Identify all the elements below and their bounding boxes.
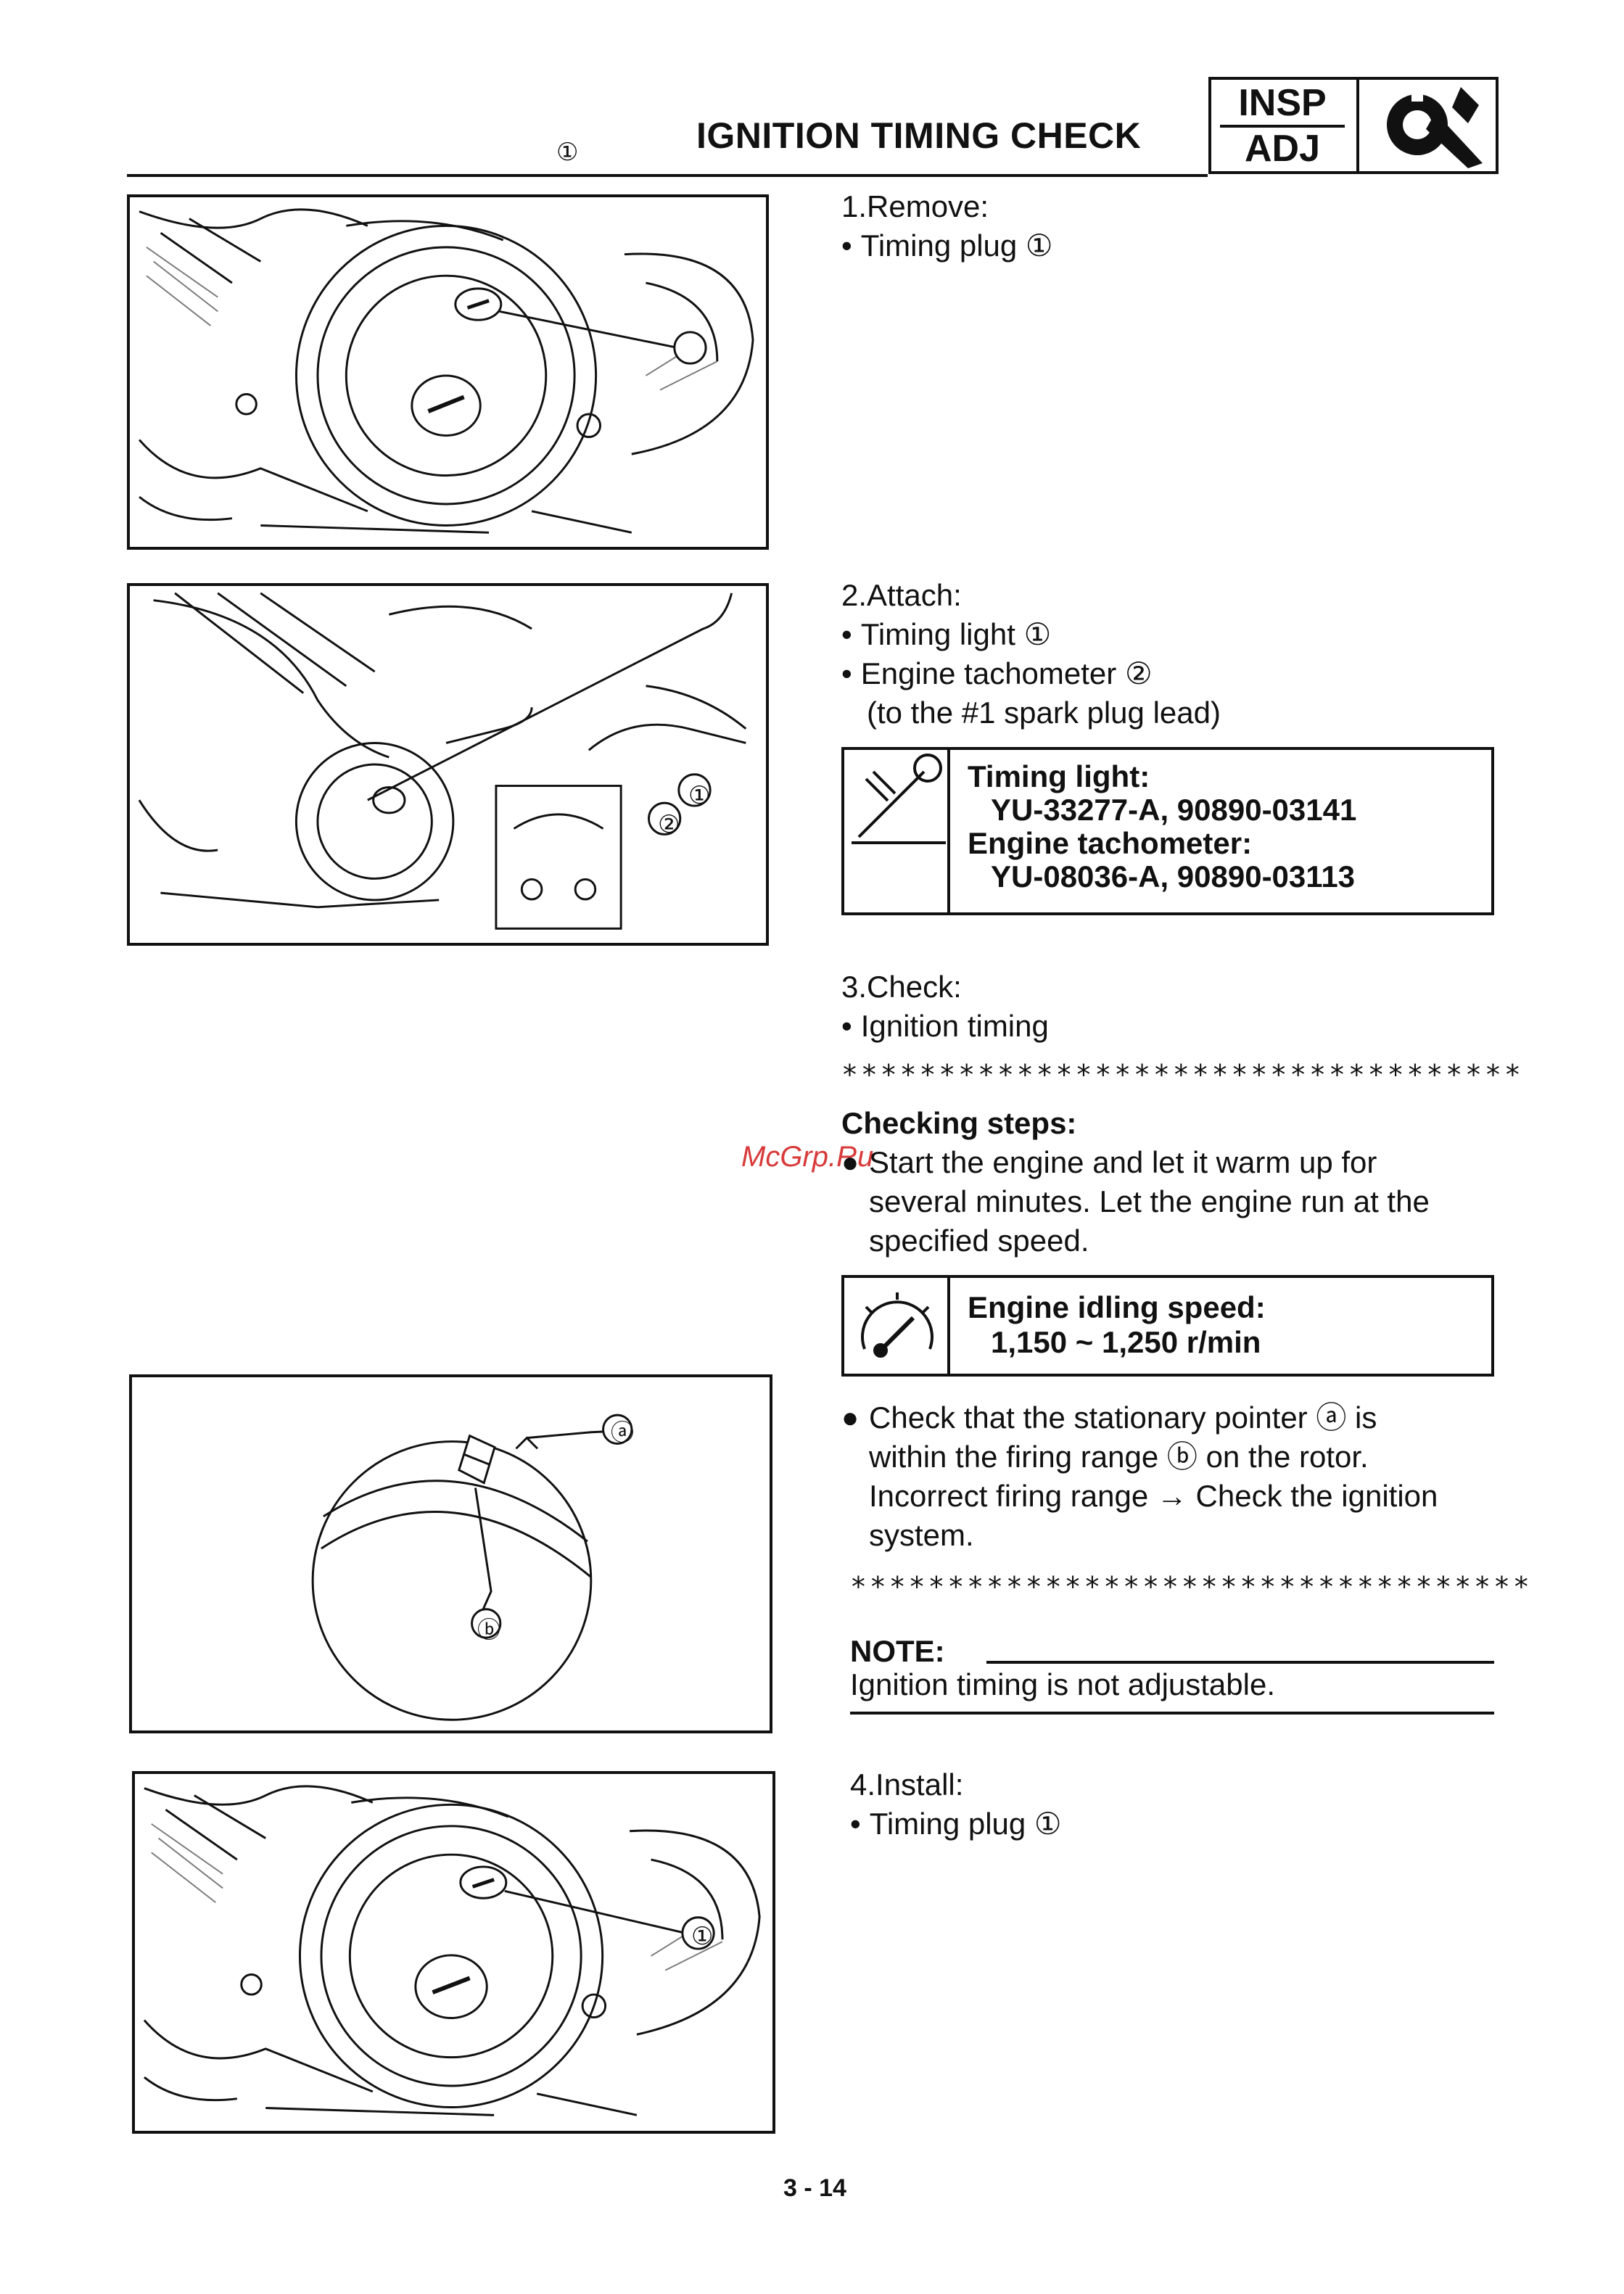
checking-para2-line1: Check that the stationary pointer ⓐ is	[869, 1400, 1377, 1435]
page-title: IGNITION TIMING CHECK	[696, 115, 1142, 156]
watermark: McGrp.Ru	[741, 1141, 874, 1173]
step2-item-note: (to the #1 spark plug lead)	[867, 696, 1221, 730]
step4-heading: 4.Install:	[850, 1767, 964, 1802]
idling-speed-label: Engine idling speed:	[968, 1290, 1266, 1324]
badge-text-block: INSP ADJ	[1211, 80, 1359, 171]
step3-heading: 3.Check:	[841, 970, 962, 1004]
tool-timing-light-label: Timing light:	[968, 759, 1150, 793]
tool-tachometer-partno: YU-08036-A, 90890-03113	[991, 859, 1356, 894]
step1-item-timing-plug: Timing plug ①	[841, 226, 1053, 265]
checking-para2-line2: within the firing range ⓑ on the rotor.	[869, 1440, 1369, 1474]
step4-item-timing-plug: Timing plug ①	[850, 1804, 1062, 1844]
tool-timing-light-partno: YU-33277-A, 90890-03141	[991, 793, 1357, 827]
section-badge: INSP ADJ	[1208, 77, 1499, 174]
figure-remove-timing-plug	[127, 194, 769, 550]
note-label: NOTE:	[850, 1634, 945, 1668]
tachometer-icon	[844, 1278, 950, 1374]
figure3-callout-b: ⓑ	[477, 1617, 501, 1643]
step1-heading: 1.Remove:	[841, 189, 989, 223]
figure-attach-timing-light	[127, 583, 769, 946]
badge-insp-label: INSP	[1238, 82, 1327, 124]
checking-para1-line2: several minutes. Let the engine run at t…	[869, 1184, 1430, 1218]
step2-item-timing-light: Timing light ①	[841, 615, 1052, 654]
tool-tachometer-label: Engine tachometer:	[968, 826, 1253, 860]
badge-adj-label: ADJ	[1244, 128, 1321, 170]
idling-speed-spec-box: Engine idling speed: 1,150 ~ 1,250 r/min	[841, 1275, 1494, 1377]
step3-item-ignition-timing: Ignition timing	[841, 1007, 1049, 1046]
figure-firing-range-diagram	[129, 1374, 772, 1733]
step3-stars-bottom: ***********************************	[850, 1571, 1533, 1603]
figure-install-timing-plug	[132, 1771, 775, 2134]
special-tool-box: Timing light: YU-33277-A, 90890-03141 En…	[841, 747, 1494, 915]
figure1-callout-1: ①	[556, 139, 579, 166]
header-rule	[127, 174, 1208, 177]
checking-para2-line3: Incorrect firing range → Check the ignit…	[869, 1479, 1438, 1513]
wrench-icon	[1359, 80, 1496, 171]
figure2-callout-2: ②	[658, 811, 680, 838]
bullet-dot-2: ●	[841, 1402, 860, 1434]
page-number: 3 - 14	[783, 2174, 846, 2202]
idling-speed-value: 1,150 ~ 1,250 r/min	[991, 1325, 1261, 1359]
bullet-dot-1: ●	[841, 1147, 860, 1179]
figure3-callout-a: ⓐ	[611, 1419, 635, 1445]
step3-stars-top: ***********************************	[841, 1059, 1524, 1091]
note-text: Ignition timing is not adjustable.	[850, 1667, 1276, 1701]
note-rule-bottom	[850, 1712, 1494, 1715]
checking-para1-line3: specified speed.	[869, 1224, 1089, 1258]
note-rule-top	[986, 1661, 1494, 1664]
checking-para2-line4: system.	[869, 1518, 974, 1552]
badge-divider	[1220, 125, 1345, 128]
checking-para1-line1: Start the engine and let it warm up for	[869, 1145, 1377, 1179]
figure4-callout-1: ①	[691, 1923, 714, 1950]
checking-steps-title: Checking steps:	[841, 1106, 1077, 1140]
tool-icon	[844, 750, 950, 912]
step2-heading: 2.Attach:	[841, 578, 962, 612]
figure2-callout-1: ①	[688, 782, 711, 809]
step2-item-tachometer: Engine tachometer ②	[841, 654, 1153, 693]
